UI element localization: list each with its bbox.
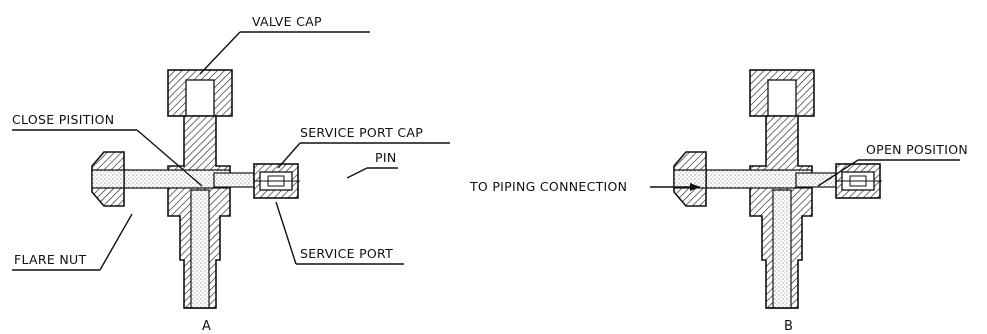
service-port-cap-label: SERVICE PORT CAP [300,125,423,140]
close-position-label: CLOSE PISITION [12,112,114,127]
valve-a-closed [91,69,301,309]
service-port-label: SERVICE PORT [300,246,393,261]
pin-label: PIN [375,150,396,165]
open-position-label: OPEN POSITION [866,142,968,157]
valve-b-open [673,69,883,309]
flare-nut-label: FLARE NUT [14,252,86,267]
valve-cap-label: VALVE CAP [252,14,322,29]
panel-label-a: A [202,319,211,334]
to-piping-connection-label: TO PIPING CONNECTION [469,179,627,194]
leader-lines [12,31,960,271]
panel-label-b: B [784,319,793,334]
